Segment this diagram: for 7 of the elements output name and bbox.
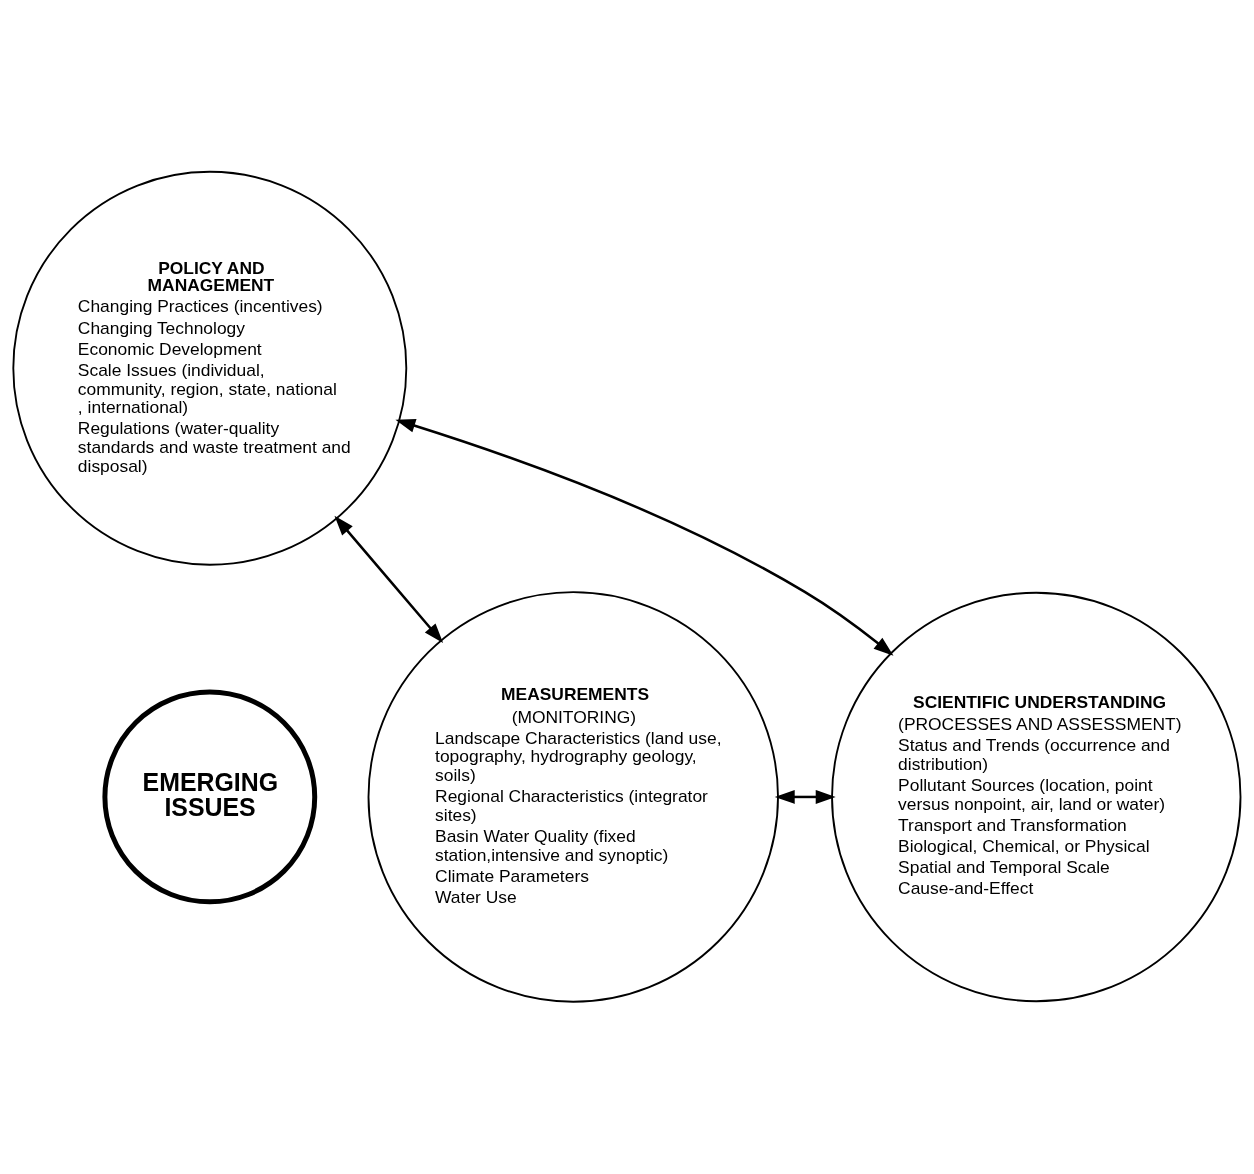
node-circle: EMERGING ISSUES: [102, 689, 318, 905]
node-circle: POLICY AND MANAGEMENT Changing Practices (incentives) Changing Technology Economic Development Scale Issues (individual, community, region, state, national , international) Regulations (water-quality standards and waste treatment and disposal): [12, 170, 408, 566]
arrow: [334, 515, 444, 644]
node-circle: MEASUREMENTS (MONITORING) Landscape Characteristics (land use, topography, hydrography geology, soils) Regional Characteristics (integrator sites) Basin Water Quality (fixed station,intensive and synoptic) Climate Parameters Water Use: [367, 591, 779, 1003]
node-circle: SCIENTIFIC UNDERSTANDING (PROCESSES AND ASSESSMENT) Status and Trends (occurrence and distribution) Pollutant Sources (location, point versus nonpoint, air, land or water) Transport and Transformation Biological, Chemical, or Physical Spatial and Temporal Scale Cause-and-Effect: [831, 591, 1242, 1003]
arrow: [395, 418, 894, 656]
arrow: [774, 789, 836, 804]
